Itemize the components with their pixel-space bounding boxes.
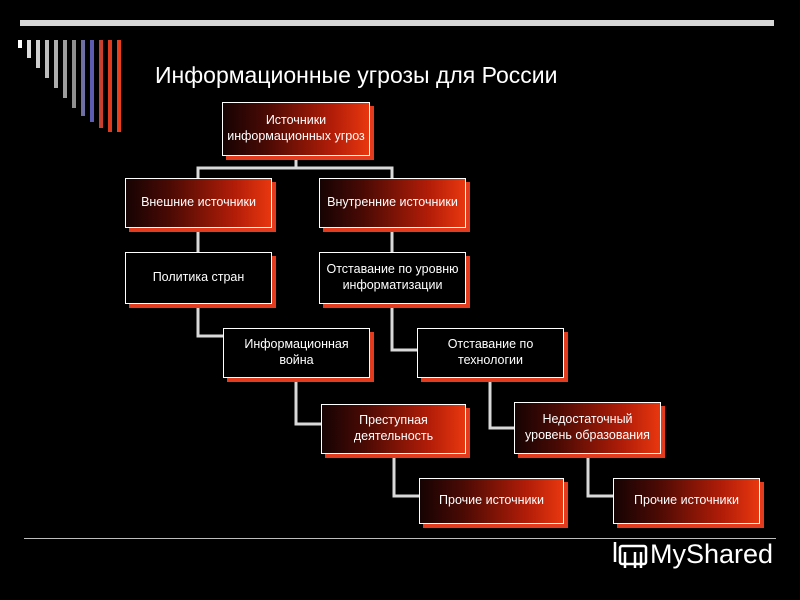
node-external: Внешние источники xyxy=(125,178,272,228)
logo-text: MyShared xyxy=(650,539,774,569)
node-root-label: Источники информационных угроз xyxy=(227,113,365,143)
node-politics-label: Политика стран xyxy=(152,270,245,285)
node-other-external-label: Прочие источники xyxy=(439,493,544,508)
node-external-label: Внешние источники xyxy=(141,195,256,210)
node-info-war: Информационная война xyxy=(223,328,370,378)
node-education: Недостаточный уровень образования xyxy=(514,402,661,454)
node-other-internal: Прочие источники xyxy=(613,478,760,524)
node-internal: Внутренние источники xyxy=(319,178,466,228)
top-rule xyxy=(20,20,774,26)
node-lag-technology: Отставание по технологии xyxy=(417,328,564,378)
node-crime: Преступная деятельность xyxy=(321,404,466,454)
node-politics: Политика стран xyxy=(125,252,272,304)
node-lag-informatization: Отставание по уровню информатизации xyxy=(319,252,466,304)
node-other-internal-label: Прочие источники xyxy=(634,493,739,508)
node-root: Источники информационных угроз xyxy=(222,102,370,156)
node-other-external: Прочие источники xyxy=(419,478,564,524)
node-education-label: Недостаточный уровень образования xyxy=(525,412,650,442)
node-lag-technology-label: Отставание по технологии xyxy=(447,337,534,367)
page-title: Информационные угрозы для России xyxy=(155,62,558,88)
bottom-rule xyxy=(24,538,776,539)
node-internal-label: Внутренние источники xyxy=(327,195,458,210)
node-lag-informatization-label: Отставание по уровню информатизации xyxy=(326,262,459,292)
node-crime-label: Преступная деятельность xyxy=(353,413,434,443)
myshared-logo-icon xyxy=(613,542,648,568)
node-info-war-label: Информационная война xyxy=(244,337,349,367)
